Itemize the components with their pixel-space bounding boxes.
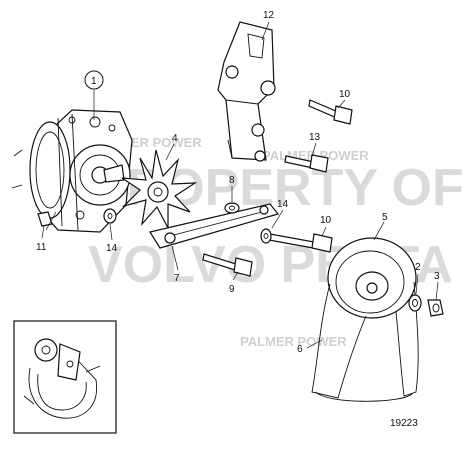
alternator <box>11 109 133 233</box>
callout-3: 3 <box>434 271 440 282</box>
leader-lines <box>41 21 439 349</box>
callout-7: 7 <box>174 273 180 284</box>
callout-14-left: 14 <box>106 243 118 254</box>
callout-13: 13 <box>309 132 321 143</box>
callout-9: 9 <box>229 284 235 295</box>
drive-belt <box>311 281 419 402</box>
pulley <box>327 237 417 319</box>
adjusting-arm <box>149 203 280 249</box>
callout-14-right: 14 <box>277 199 289 210</box>
callout-10-lower: 10 <box>320 215 332 226</box>
fan <box>121 149 198 229</box>
callout-labels: 1 2 3 4 5 6 7 8 9 10 10 11 12 13 14 14 <box>36 10 440 355</box>
watermark-brand-c: PALMER POWER <box>240 334 347 349</box>
drawing-number: 19223 <box>390 418 418 429</box>
washer-and-nut <box>408 294 444 317</box>
callout-10-upper: 10 <box>339 89 351 100</box>
overview-inset <box>13 320 117 434</box>
callout-2: 2 <box>415 262 421 273</box>
mounting-bracket <box>217 21 276 162</box>
callout-8: 8 <box>229 175 235 186</box>
callout-1: 1 <box>91 76 97 87</box>
callout-1-circle <box>84 70 104 90</box>
fasteners <box>37 99 353 277</box>
callout-4: 4 <box>172 133 178 144</box>
callout-11: 11 <box>36 242 47 253</box>
callout-12: 12 <box>263 10 275 21</box>
callout-6: 6 <box>297 344 303 355</box>
callout-5: 5 <box>382 212 388 223</box>
